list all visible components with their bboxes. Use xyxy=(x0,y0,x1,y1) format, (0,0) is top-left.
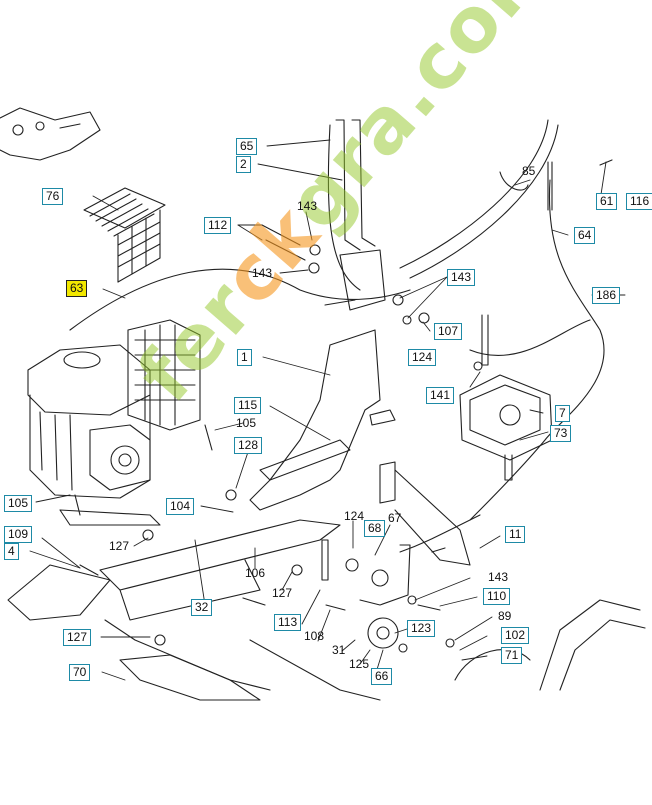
callout-63: 63 xyxy=(66,280,88,297)
callout-123: 123 xyxy=(407,620,436,637)
callout-68: 68 xyxy=(364,520,386,537)
callout-102: 102 xyxy=(501,627,530,644)
callout-110: 110 xyxy=(483,588,511,605)
fasteners-drawing xyxy=(74,171,529,653)
engine-drawing xyxy=(27,319,201,526)
callout-64: 64 xyxy=(574,227,596,244)
callout-143-right: 143 xyxy=(447,269,476,286)
callout-109: 109 xyxy=(4,526,33,543)
callout-65: 65 xyxy=(236,138,258,155)
callout-66: 66 xyxy=(371,668,393,685)
callout-32: 32 xyxy=(191,599,213,616)
callout-7: 7 xyxy=(555,405,570,422)
callout-1: 1 xyxy=(237,349,252,366)
callout-127-right: 127 xyxy=(272,586,293,600)
callout-61: 61 xyxy=(596,193,618,210)
frame-drawing xyxy=(249,249,471,566)
callout-2: 2 xyxy=(236,156,251,173)
callout-128: 128 xyxy=(234,437,263,454)
cables-drawing xyxy=(69,124,613,553)
callout-85: 85 xyxy=(522,164,536,178)
callout-107: 107 xyxy=(434,323,463,340)
callout-127-mid: 127 xyxy=(109,539,130,553)
callout-186: 186 xyxy=(592,287,621,304)
callout-115: 115 xyxy=(234,397,262,414)
callout-127-left: 127 xyxy=(63,629,92,646)
callout-71: 71 xyxy=(501,647,523,664)
callout-104: 104 xyxy=(166,498,195,515)
callout-124-top: 124 xyxy=(408,349,437,366)
callout-143-low: 143 xyxy=(488,570,509,584)
callout-141: 141 xyxy=(426,387,455,404)
leader-lines xyxy=(29,139,626,681)
gearbox-drawing xyxy=(459,314,553,481)
callout-31: 31 xyxy=(332,643,346,657)
callout-125: 125 xyxy=(349,657,370,671)
callout-105-left: 105 xyxy=(4,495,33,512)
handlebar-drawing xyxy=(335,119,559,279)
callout-143-left: 143 xyxy=(252,266,273,280)
callout-112: 112 xyxy=(204,217,232,234)
callout-108: 108 xyxy=(304,629,325,643)
corner-bracket-drawing xyxy=(0,107,101,161)
callout-76: 76 xyxy=(42,188,64,205)
callout-106: 106 xyxy=(245,566,266,580)
callout-11: 11 xyxy=(505,526,526,543)
callout-116: 116 xyxy=(626,193,652,210)
callout-73: 73 xyxy=(550,425,572,442)
callout-105-top: 105 xyxy=(236,416,257,430)
pulley-drawing xyxy=(321,539,646,691)
callout-70: 70 xyxy=(69,664,91,681)
callout-89: 89 xyxy=(498,609,512,623)
callout-143-top: 143 xyxy=(297,199,318,213)
base-plate-drawing xyxy=(7,519,381,701)
callout-113: 113 xyxy=(274,614,302,631)
callout-124-mid: 124 xyxy=(344,509,365,523)
callout-4: 4 xyxy=(4,543,19,560)
callout-67: 67 xyxy=(388,511,402,525)
filter-screen-drawing xyxy=(83,187,166,283)
